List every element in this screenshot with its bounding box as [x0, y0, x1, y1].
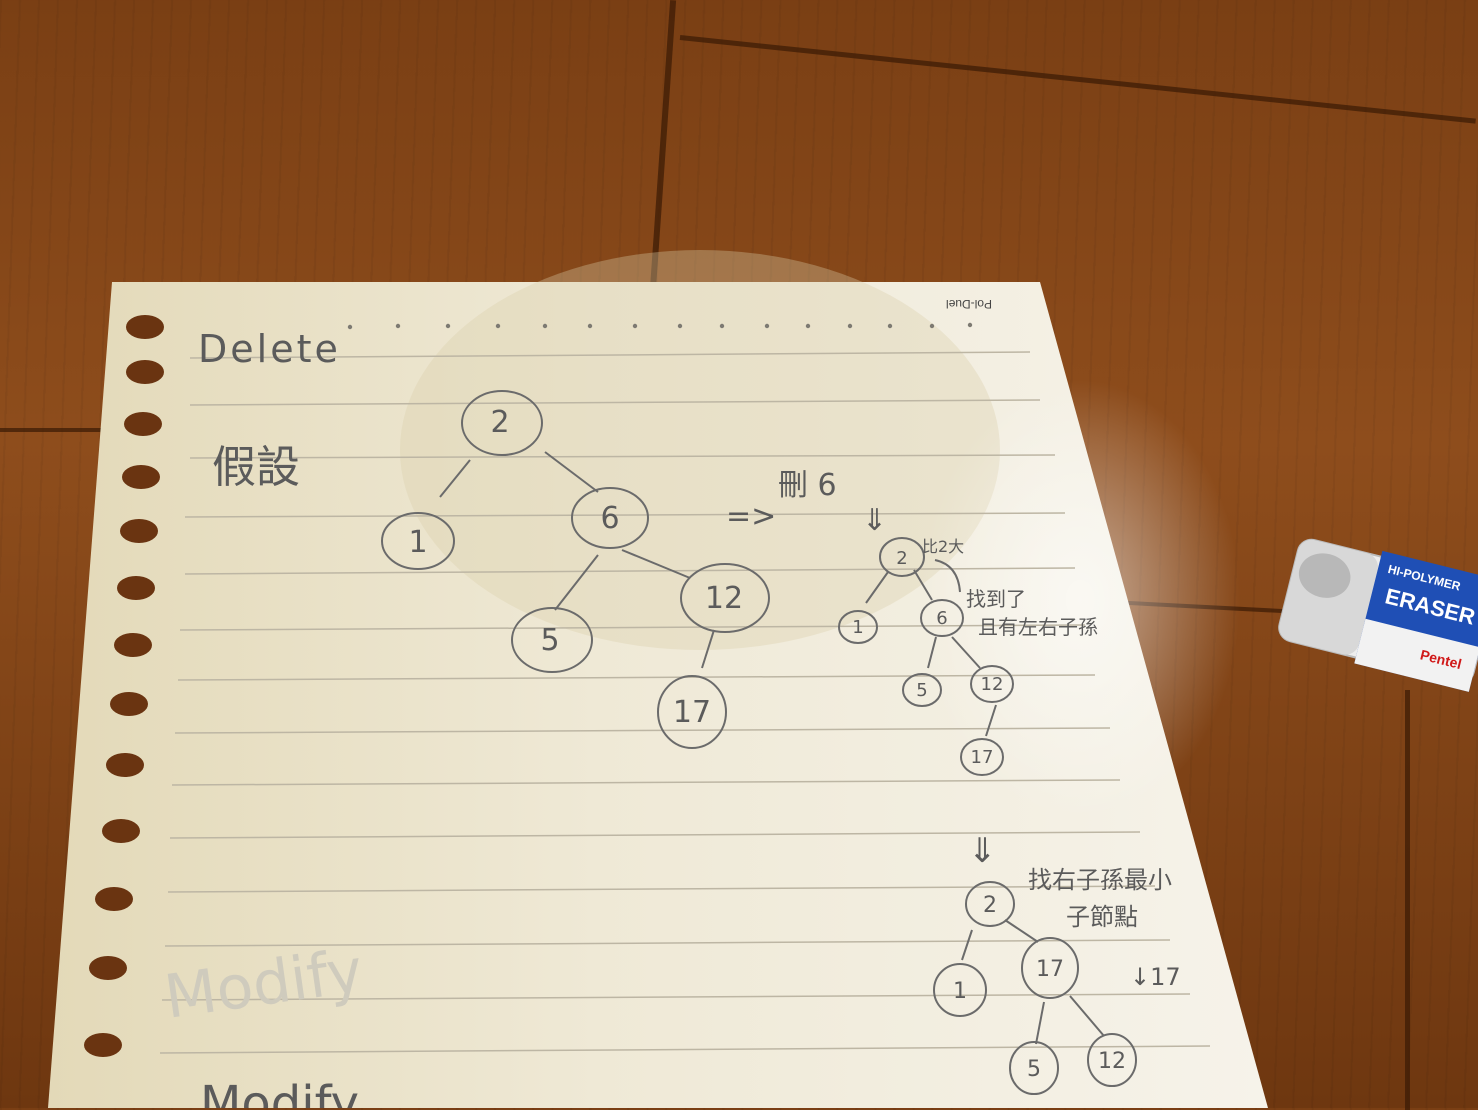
node-label-right-left: 5	[1027, 1057, 1041, 1082]
child-node-note: 子節點	[1066, 903, 1138, 931]
node-1	[933, 963, 987, 1017]
node-label-left: 1	[408, 525, 427, 560]
floor-seam-3	[0, 428, 112, 432]
node-label-leaf: 17	[971, 747, 994, 768]
node-label-right: 6	[600, 501, 619, 536]
delete-six-label: 刪 6	[778, 468, 837, 503]
node-17	[1021, 937, 1079, 999]
down-arrow-2: ⇓	[968, 831, 997, 871]
children-note: 且有左右子孫	[978, 615, 1098, 639]
node-2	[965, 881, 1015, 927]
node-label-right-right: 12	[981, 674, 1004, 695]
assume-label: 假設	[212, 442, 300, 493]
node-12	[1087, 1033, 1137, 1087]
find-min-note: 找右子孫最小	[1028, 866, 1172, 894]
node-label-right-left: 5	[540, 623, 559, 658]
node-12	[680, 563, 770, 633]
ruled-lines	[159, 351, 1211, 1054]
node-17	[657, 675, 727, 749]
floor-seam-5	[1405, 690, 1410, 1110]
node-5	[511, 607, 593, 673]
node-label-right: 6	[936, 608, 947, 629]
node-1	[838, 610, 878, 644]
tree-original-labels: 2 1 6 5 12 17	[408, 405, 743, 730]
tree-step2-labels: 2 1 17 5 12	[953, 893, 1126, 1082]
node-label-left: 1	[852, 617, 863, 638]
node-5	[902, 673, 942, 707]
delete-title: Delete	[198, 327, 341, 371]
found-note: 找到了	[966, 587, 1026, 611]
node-label-root: 2	[490, 405, 509, 440]
node-12	[970, 665, 1014, 703]
notebook-paper: Pol-Duel Delete 假設 Modify Modify	[48, 250, 1268, 1108]
node-17	[960, 738, 1004, 776]
node-6	[920, 599, 964, 637]
node-label-right-left: 5	[916, 680, 927, 701]
arrow-value-note: ↓17	[1130, 963, 1181, 991]
node-label-right: 17	[1036, 957, 1064, 982]
tree-step2	[933, 881, 1137, 1095]
node-label-root: 2	[896, 548, 907, 569]
tree-step1-labels: 2 1 6 5 12 17	[852, 548, 1003, 768]
node-label-root: 2	[983, 893, 997, 918]
node-label-left: 1	[953, 979, 967, 1004]
node-label-right-right: 12	[705, 581, 743, 616]
binder-holes	[84, 315, 164, 1057]
node-label-right-right: 12	[1098, 1049, 1126, 1074]
dotted-rule	[347, 322, 973, 330]
down-arrow-1: ⇓	[862, 503, 887, 538]
node-6	[571, 487, 649, 549]
node-5	[1009, 1041, 1059, 1095]
step-arrow-1: =>	[726, 499, 776, 534]
tree-step2-notes: 找右子孫最小 子節點 ↓17	[1028, 866, 1181, 991]
tree-step1-notes: 比2大 找到了 且有左右子孫	[922, 537, 1098, 639]
modify-bottom-text: Modify	[200, 1076, 359, 1108]
node-label-leaf: 17	[673, 695, 711, 730]
node-1	[381, 512, 455, 570]
tree-original	[381, 390, 770, 749]
node-2	[879, 537, 925, 577]
paper-brand-text: Pol-Duel	[946, 297, 992, 311]
node-2	[461, 390, 543, 456]
tree-step1	[838, 537, 1014, 776]
root-note: 比2大	[922, 537, 964, 556]
eraser: HI-POLYMER ERASER Pentel	[1278, 538, 1478, 692]
